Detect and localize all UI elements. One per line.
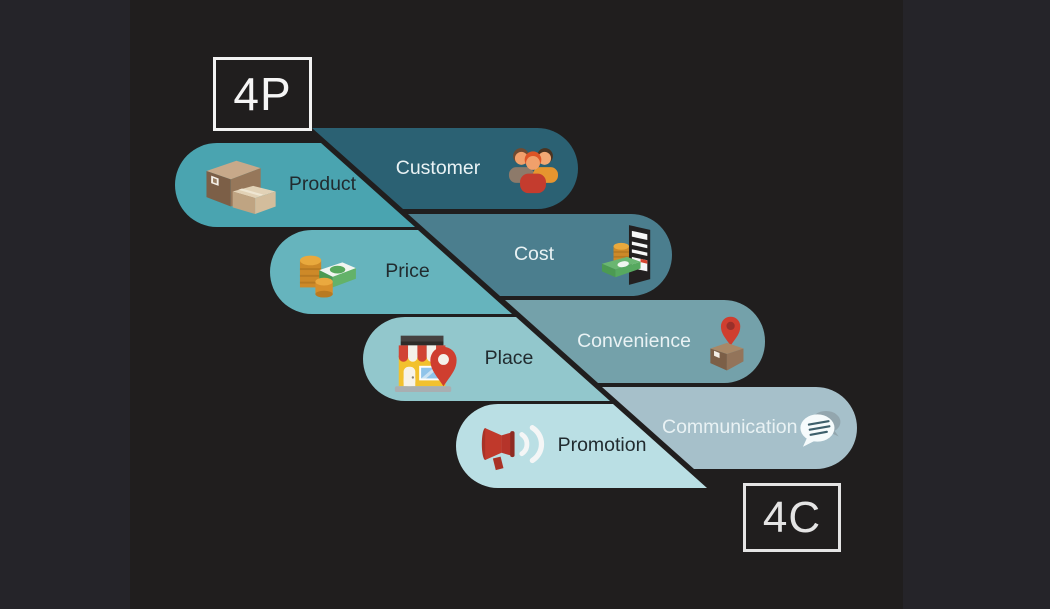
4c-label-box: 4C (743, 483, 841, 552)
price-money-icon (299, 255, 356, 298)
pill-label: Product (288, 173, 357, 196)
place-store-icon (394, 335, 457, 393)
customer-people-icon (508, 147, 558, 193)
communication-chat-icon (800, 410, 841, 447)
promotion-megaphone-icon (481, 425, 545, 471)
convenience-delivery-pin-icon (710, 316, 744, 371)
pill-label: Promotion (557, 434, 647, 457)
pill-label: Price (385, 260, 430, 283)
pill-label: Communication (662, 416, 798, 439)
pill-label: Customer (395, 156, 481, 179)
4p-label: 4P (233, 68, 292, 120)
pill-label: Place (484, 347, 534, 370)
pill-label: Convenience (577, 329, 691, 352)
4p-label-box: 4P (213, 57, 312, 131)
4c-label: 4C (762, 492, 822, 542)
pill-label: Cost (513, 243, 555, 266)
cost-calculator-icon (601, 225, 651, 285)
product-boxes-icon (206, 160, 276, 214)
